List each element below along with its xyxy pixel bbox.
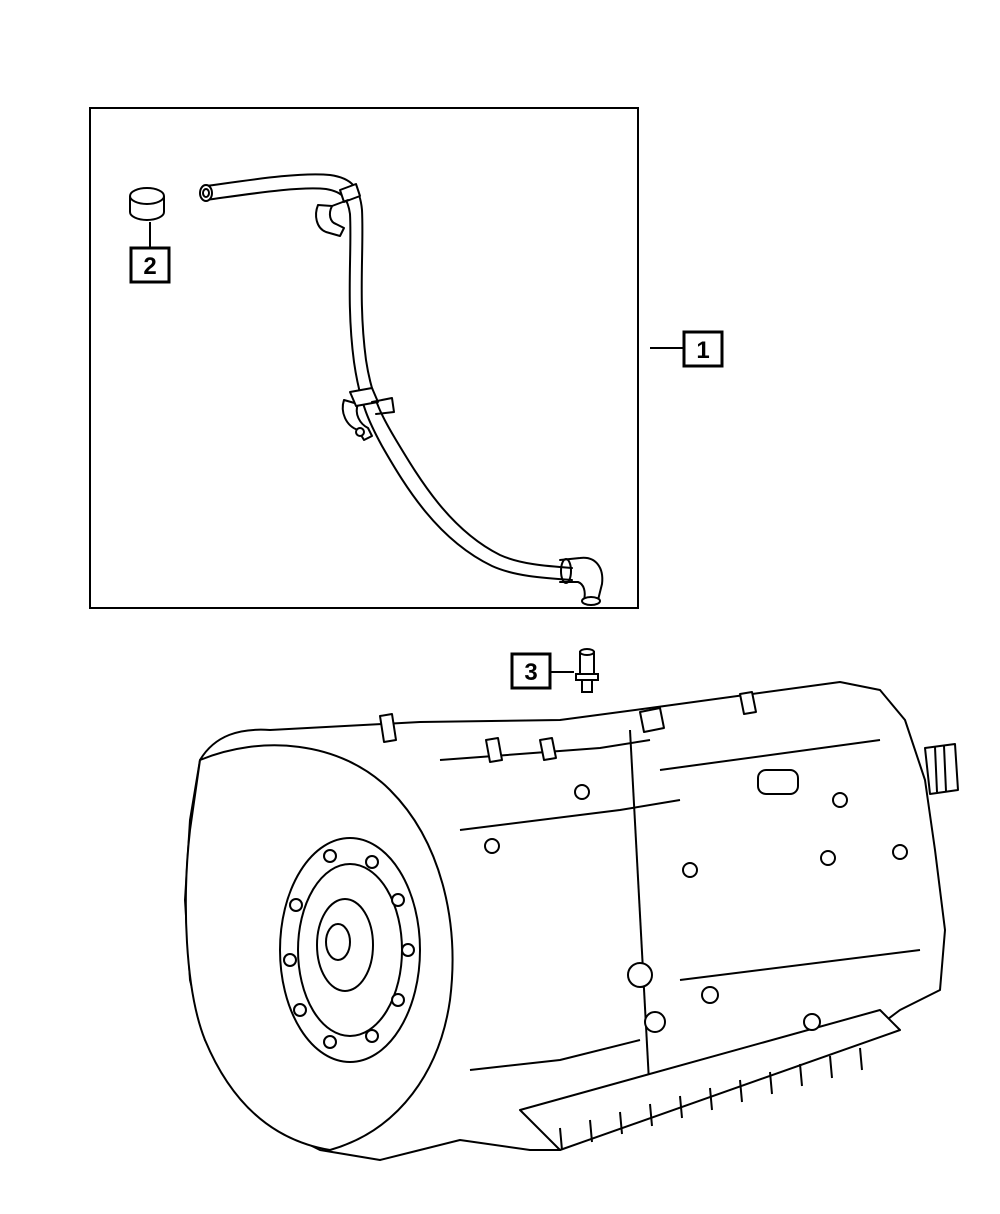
callout-1-label: 1 — [696, 337, 709, 364]
callout-3[interactable]: 3 — [510, 652, 552, 690]
transmission-part — [184, 681, 959, 1161]
callout-1[interactable]: 1 — [682, 330, 724, 368]
callout-2[interactable]: 2 — [129, 246, 171, 284]
callout-2-label: 2 — [143, 253, 156, 280]
vent-part[interactable] — [575, 648, 599, 693]
callout-3-label: 3 — [524, 659, 537, 686]
cap-part[interactable] — [129, 187, 165, 221]
detail-frame — [89, 107, 639, 609]
vent-hose-part[interactable] — [199, 173, 604, 606]
